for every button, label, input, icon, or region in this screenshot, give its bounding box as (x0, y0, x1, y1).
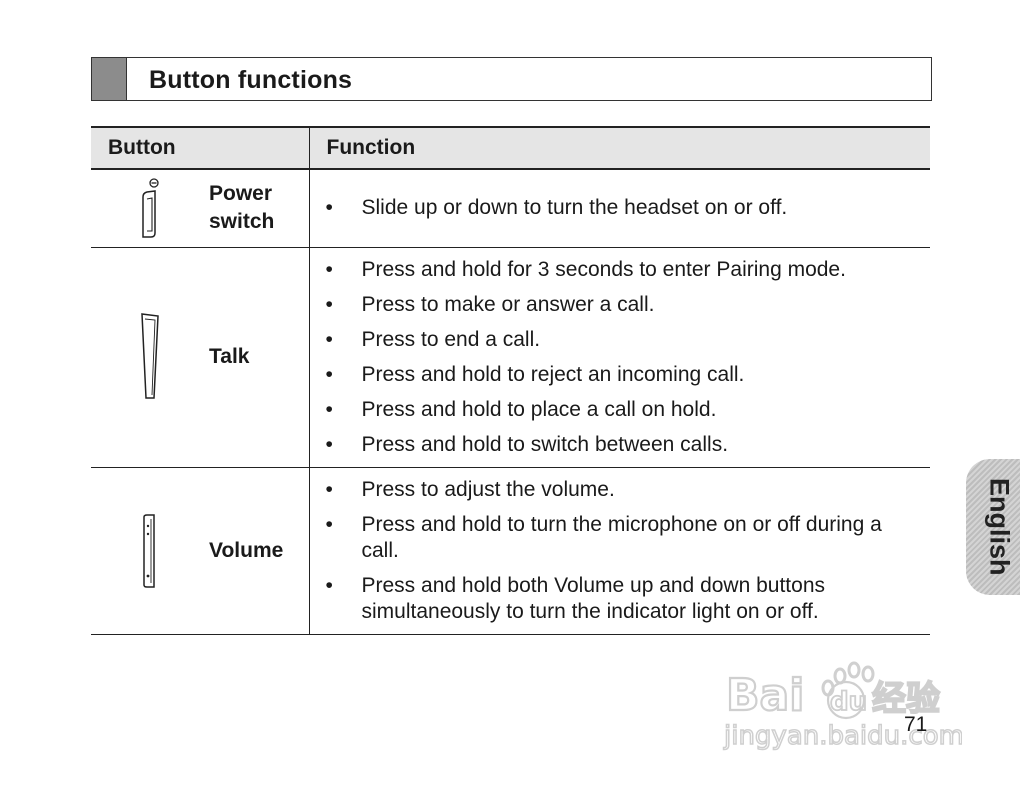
table-row-talk: Talk Press and hold for 3 seconds to ent… (91, 247, 931, 468)
page-number: 71 (904, 713, 928, 736)
function-item: Slide up or down to turn the headset on … (326, 195, 931, 221)
button-cell: Power switch (91, 169, 310, 248)
table-header-row: Button Function (91, 126, 930, 170)
function-item: Press and hold to reject an incoming cal… (326, 362, 931, 388)
button-functions-table: Button Function Power (91, 126, 930, 635)
function-cell: Press and hold for 3 seconds to enter Pa… (309, 247, 931, 468)
language-tab-label: English (984, 478, 1015, 576)
volume-button-icon (143, 513, 155, 588)
function-item: Press to make or answer a call. (326, 292, 931, 318)
function-item: Press and hold to switch between calls. (326, 432, 931, 458)
function-item: Press to end a call. (326, 327, 931, 353)
title-marker (92, 58, 127, 100)
page-title: Button functions (149, 66, 353, 94)
function-item: Press and hold for 3 seconds to enter Pa… (326, 257, 931, 283)
column-header-button: Button (91, 126, 310, 170)
section-title-box: Button functions (91, 57, 932, 101)
table-row-volume: Volume Press to adjust the volume. Press… (91, 467, 931, 635)
function-item: Press and hold to place a call on hold. (326, 397, 931, 423)
table-row-power: Power switch Slide up or down to turn th… (91, 169, 931, 248)
language-tab[interactable]: English (966, 459, 1020, 595)
function-cell: Press to adjust the volume. Press and ho… (309, 467, 931, 635)
button-label-line: Volume (209, 538, 284, 562)
svg-text:du: du (830, 687, 867, 717)
function-cell: Slide up or down to turn the headset on … (309, 169, 931, 248)
button-label-line: Power (209, 182, 273, 206)
power-switch-icon (142, 178, 159, 238)
column-header-function: Function (309, 126, 930, 170)
button-label-line: switch (209, 210, 275, 234)
button-cell: Talk (91, 247, 310, 468)
function-item: Press and hold both Volume up and down b… (326, 573, 931, 625)
svg-text:经验: 经验 (872, 679, 940, 719)
svg-text:jingyan.baidu.com: jingyan.baidu.com (723, 721, 962, 751)
function-item: Press and hold to turn the microphone on… (326, 512, 931, 564)
function-item: Press to adjust the volume. (326, 477, 931, 503)
baidu-watermark: Bai du 经验 jingyan.baidu.com (722, 661, 962, 752)
button-cell: Volume (91, 467, 310, 635)
svg-text:Bai: Bai (726, 670, 804, 721)
talk-button-icon (141, 313, 159, 399)
button-label-line: Talk (209, 345, 250, 368)
